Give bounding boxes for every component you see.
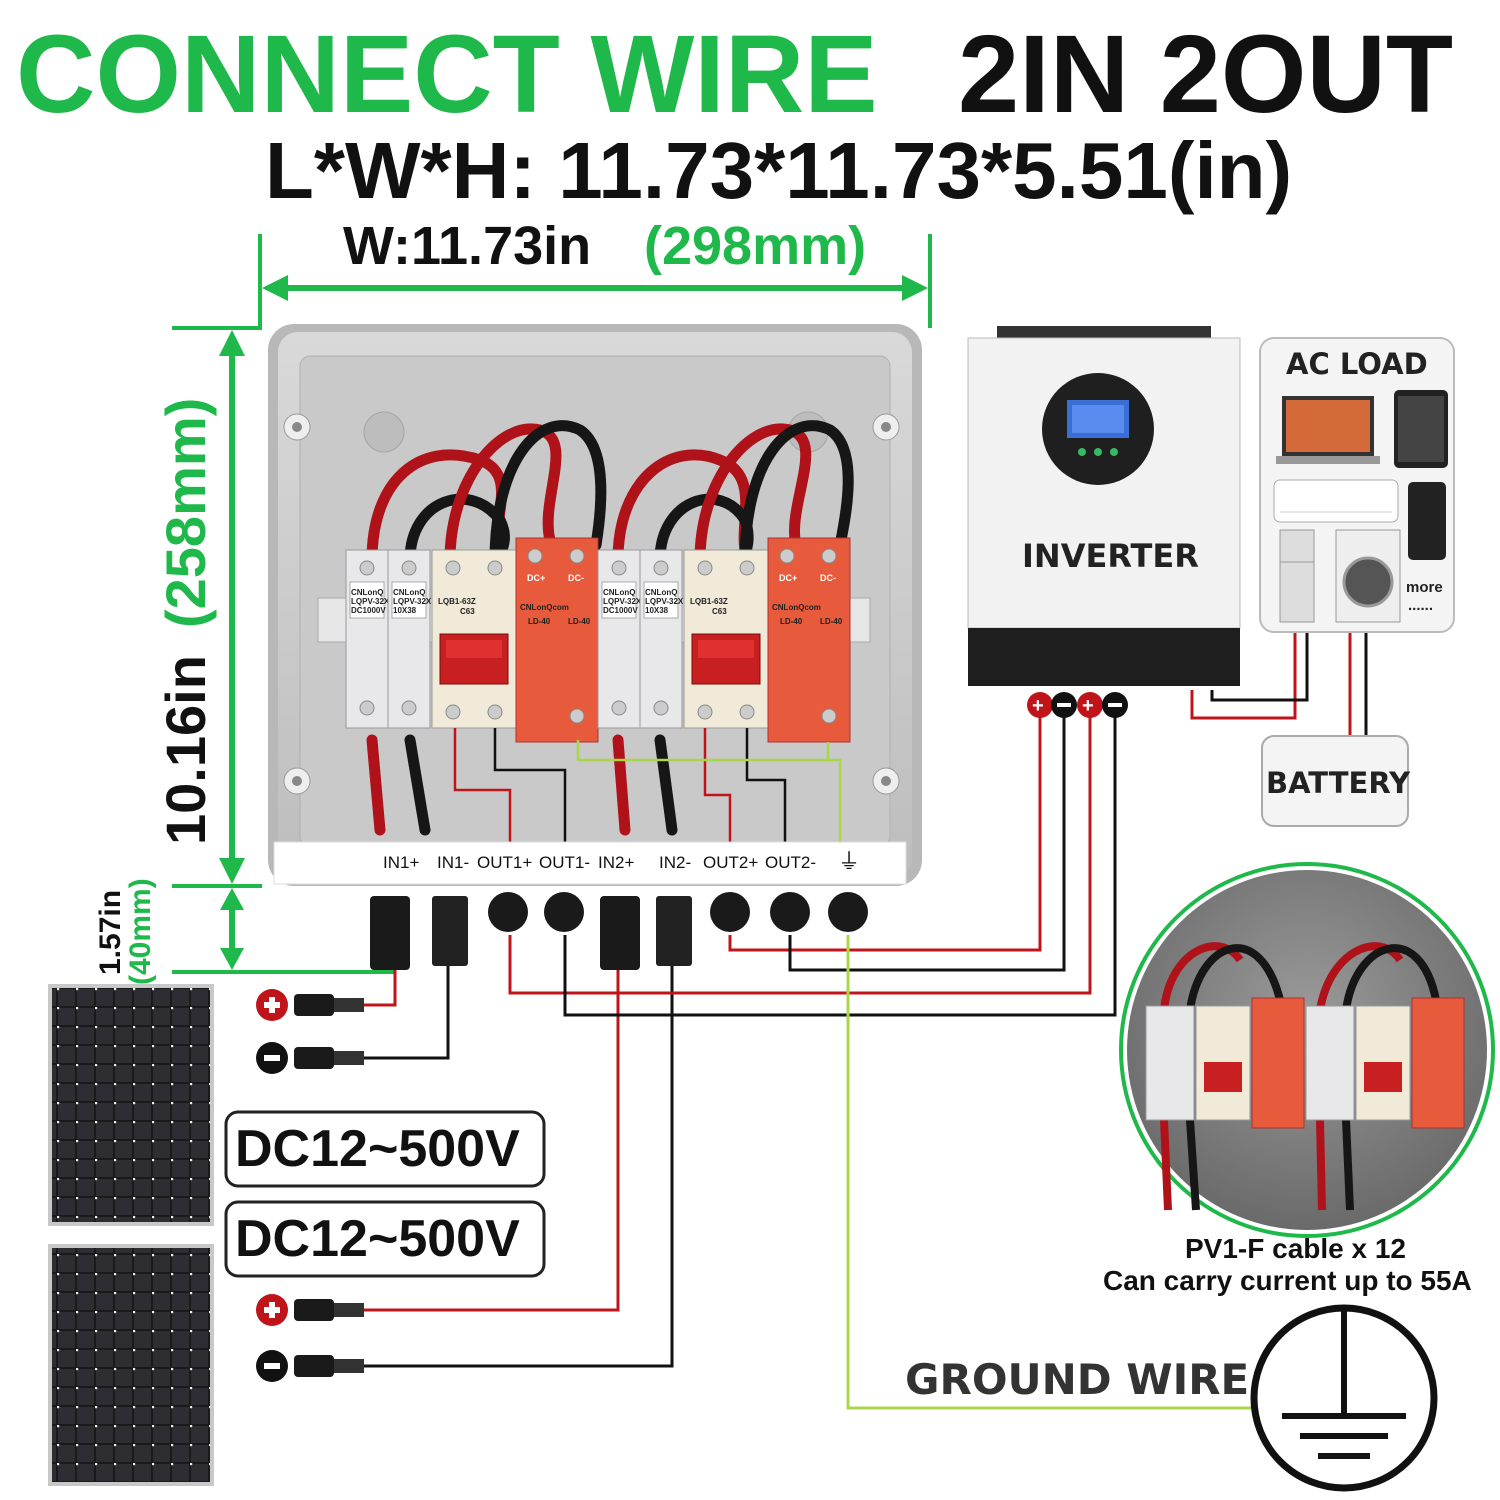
battery-box: BATTERY [1261, 735, 1411, 827]
title-part1: CONNECT WIRE [16, 13, 878, 136]
terminal-label: IN2+ [598, 853, 634, 872]
dc-breaker-2: LQB1-63Z C63 [683, 549, 769, 729]
svg-text:DC1000V: DC1000V [351, 606, 386, 615]
terminal-label: OUT2+ [703, 853, 758, 872]
minus-icon [256, 1350, 288, 1382]
svg-text:DC+: DC+ [779, 573, 797, 583]
svg-text:CNLonQ: CNLonQ [645, 588, 677, 597]
svg-text:DC1000V: DC1000V [603, 606, 638, 615]
title: CONNECT WIRE 2IN 2OUT [16, 13, 1453, 136]
external-wires [362, 632, 1368, 1410]
dc-breaker-1: LQB1-63Z C63 [431, 549, 517, 729]
dimensions-lwh: L*W*H: 11.73*11.73*5.51(in) [265, 126, 1292, 215]
depth-mm-label: (40mm) [124, 878, 157, 985]
height-mm-label: (258mm) [154, 398, 217, 628]
svg-text:LQB1-63Z: LQB1-63Z [438, 597, 476, 606]
svg-text:LD-40: LD-40 [780, 617, 803, 626]
svg-text:DC-: DC- [568, 573, 584, 583]
terminal-labels: IN1+ IN1- OUT1+ OUT1- IN2+ IN2- OUT2+ OU… [383, 849, 860, 874]
battery-label: BATTERY [1266, 766, 1411, 800]
internal-thin-wires [453, 728, 842, 842]
more-label: more [1406, 579, 1443, 596]
svg-text:10X38: 10X38 [645, 606, 669, 615]
svg-text:LQPV-32X: LQPV-32X [603, 597, 642, 606]
terminal-label: OUT1- [539, 853, 590, 872]
svg-text:CNLonQcom: CNLonQcom [520, 603, 569, 612]
fuse-holder-3: CNLonQ LQPV-32X DC1000V [597, 549, 642, 729]
svg-text:CNLonQcom: CNLonQcom [772, 603, 821, 612]
fuse-holder-4: CNLonQ LQPV-32X 10X38 [639, 549, 684, 729]
fuse-holder-1: CNLonQ LQPV-32X DC1000V [345, 549, 390, 729]
cable-note-line1: PV1-F cable x 12 [1185, 1233, 1406, 1264]
terminal-label: IN1+ [383, 853, 419, 872]
terminal-label: IN1- [437, 853, 469, 872]
fuse-holder-2: CNLonQ LQPV-32X 10X38 [387, 549, 432, 729]
phone-icon [1408, 482, 1446, 560]
minus-icon [256, 1042, 288, 1074]
solar-panel-2 [48, 1244, 214, 1486]
svg-text:DC-: DC- [820, 573, 836, 583]
svg-text:CNLonQ: CNLonQ [603, 588, 635, 597]
svg-text:DC+: DC+ [527, 573, 545, 583]
terminal-label: IN2- [659, 853, 691, 872]
svg-text:LQPV-32X: LQPV-32X [351, 597, 390, 606]
ac-load-panel: AC LOAD more ...... [1259, 337, 1455, 633]
ac-load-label: AC LOAD [1286, 347, 1428, 381]
svg-text:LQB1-63Z: LQB1-63Z [690, 597, 728, 606]
more-dots: ...... [1408, 597, 1433, 614]
svg-text:LD-40: LD-40 [528, 617, 551, 626]
inverter-terminals: + + [1027, 692, 1128, 718]
svg-text:10X38: 10X38 [393, 606, 417, 615]
depth-in-label: 1.57in [94, 890, 127, 975]
svg-text:LD-40: LD-40 [568, 617, 591, 626]
depth-dimension: 1.57in (40mm) [94, 878, 395, 985]
internal-wires [366, 420, 854, 836]
width-in-label: W:11.73in [343, 216, 591, 276]
svg-text:C63: C63 [712, 607, 727, 616]
plus-icon [256, 989, 288, 1021]
height-in-label: 10.16in [154, 655, 217, 845]
inverter: INVERTER + + [967, 326, 1241, 718]
cable-note-line2: Can carry current up to 55A [1103, 1265, 1472, 1296]
ground-wire-label: GROUND WIRE [905, 1355, 1249, 1404]
terminal-label: OUT1+ [477, 853, 532, 872]
air-conditioner-icon [1273, 479, 1399, 523]
svg-text:DC12~500V: DC12~500V [235, 1210, 520, 1268]
svg-text:DC12~500V: DC12~500V [235, 1120, 520, 1178]
combiner-box: CNLonQ LQPV-32X DC1000V CNLonQ LQPV-32X … [268, 324, 922, 970]
plus-icon [256, 1294, 288, 1326]
width-dimension: W:11.73in (298mm) [258, 216, 932, 328]
svg-text:CNLonQ: CNLonQ [393, 588, 425, 597]
surge-protector-1: DC+ DC- CNLonQcom LD-40 LD-40 [515, 537, 599, 743]
washing-machine-icon [1335, 529, 1401, 623]
terminal-label: OUT2- [765, 853, 816, 872]
tablet-icon [1394, 390, 1448, 468]
svg-text:+: + [1082, 695, 1094, 717]
surge-protector-2: DC+ DC- CNLonQcom LD-40 LD-40 [767, 537, 851, 743]
svg-text:LD-40: LD-40 [820, 617, 843, 626]
inverter-label: INVERTER [1022, 537, 1199, 575]
ground-symbol-icon [1250, 1304, 1438, 1492]
svg-text:+: + [1032, 695, 1044, 717]
voltage-label-1: DC12~500V [224, 1110, 546, 1188]
title-part2: 2IN 2OUT [958, 13, 1453, 136]
bottom-connectors [370, 892, 868, 970]
laptop-icon [1276, 396, 1380, 464]
voltage-label-2: DC12~500V [224, 1200, 546, 1278]
width-mm-label: (298mm) [644, 216, 866, 276]
refrigerator-icon [1279, 529, 1315, 623]
solar-panel-1 [48, 984, 214, 1226]
svg-text:LQPV-32X: LQPV-32X [393, 597, 432, 606]
svg-text:CNLonQ: CNLonQ [351, 588, 383, 597]
height-dimension: 10.16in (258mm) [154, 326, 262, 888]
svg-text:C63: C63 [460, 607, 475, 616]
ground-symbol-icon: ⏚ [838, 849, 860, 874]
pv-connectors [256, 989, 364, 1382]
zoom-detail [1119, 862, 1495, 1238]
svg-text:LQPV-32X: LQPV-32X [645, 597, 684, 606]
